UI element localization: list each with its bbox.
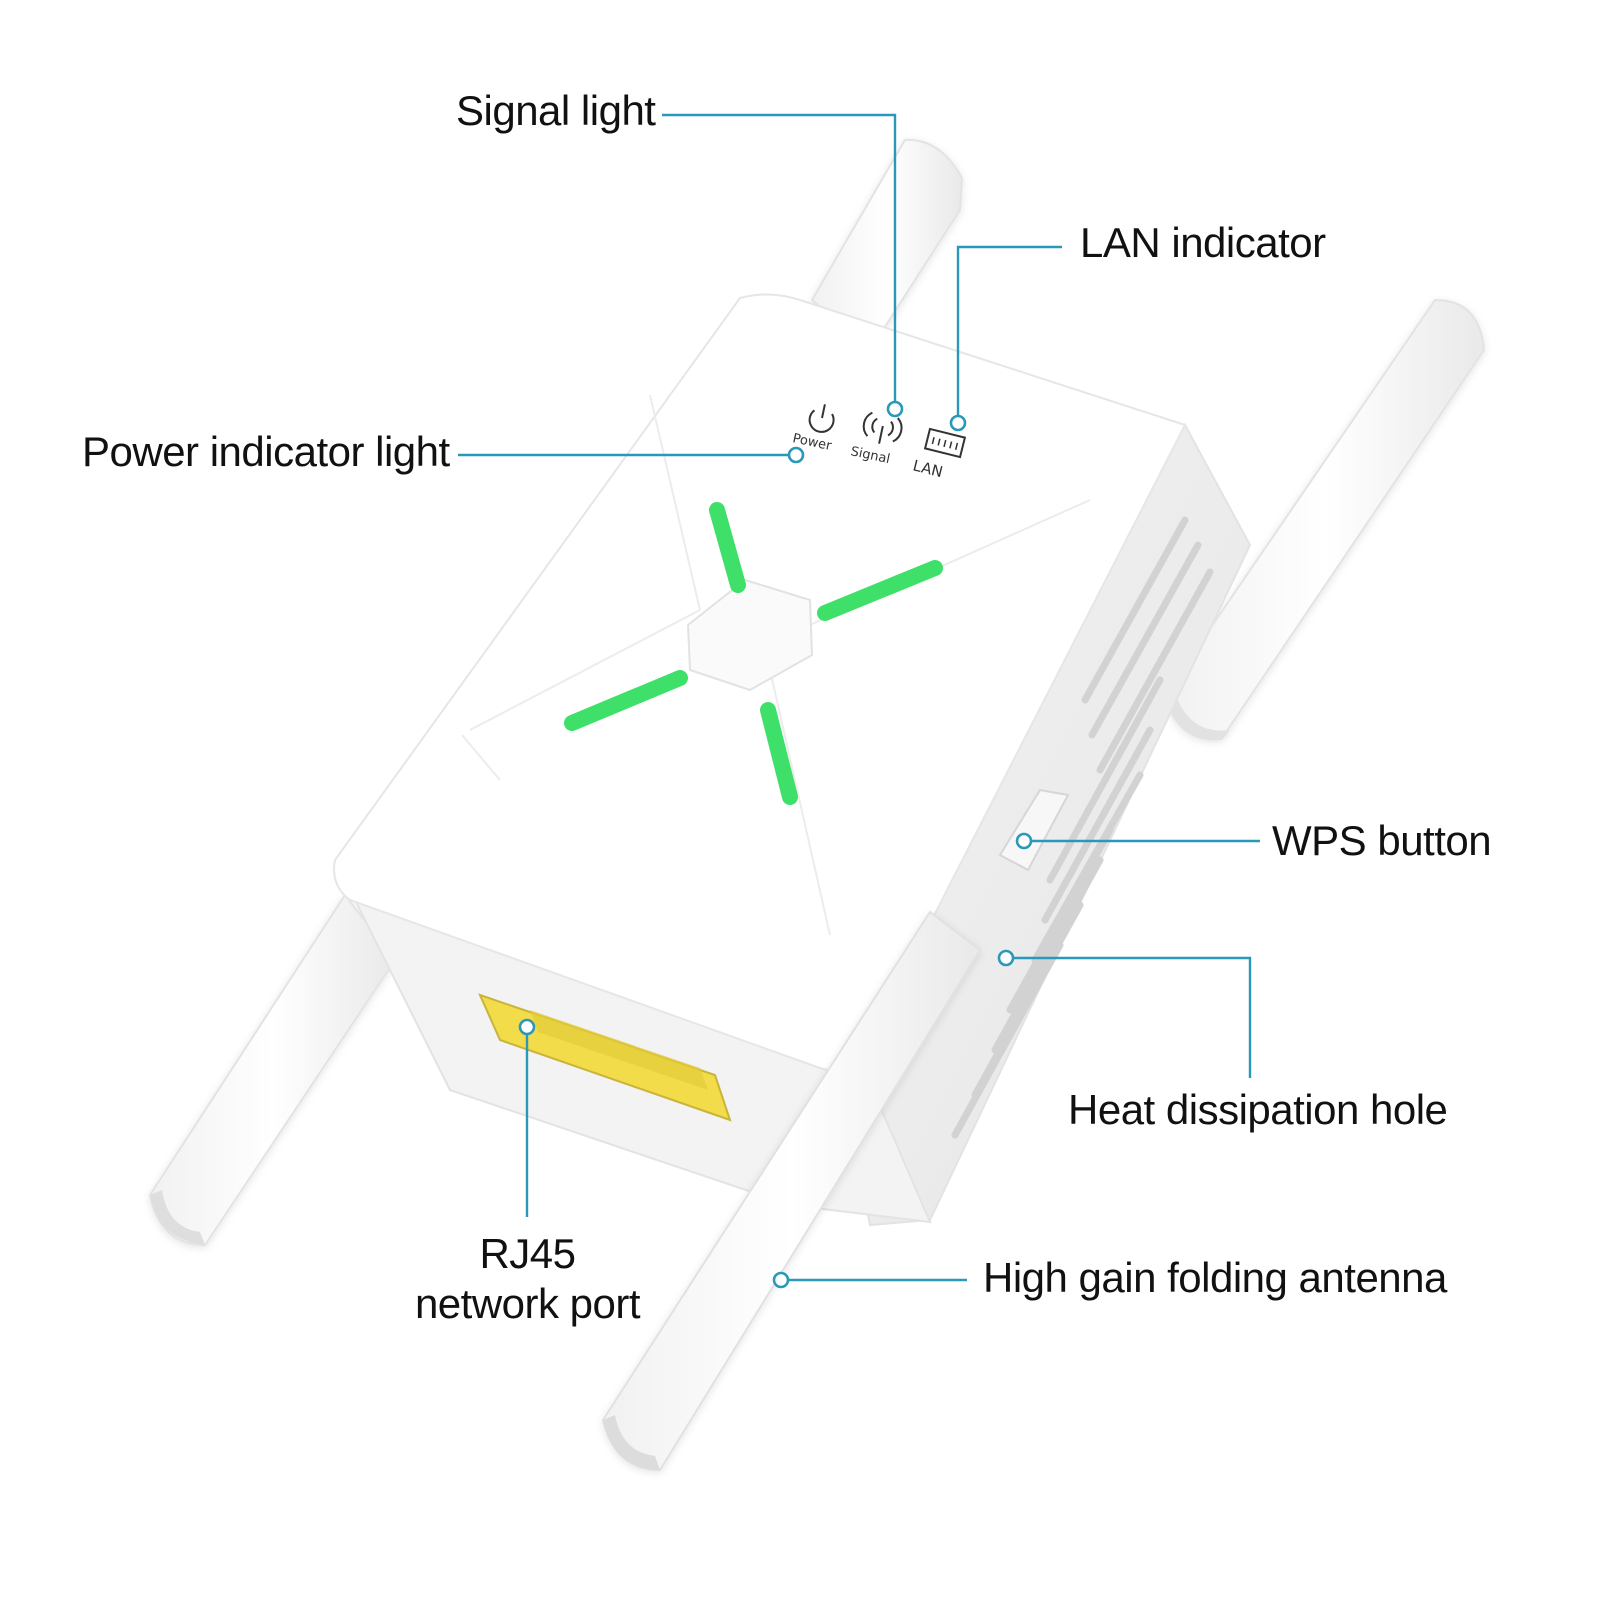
power-icon xyxy=(808,404,835,433)
wps-button[interactable] xyxy=(998,788,1070,872)
center-hub xyxy=(686,578,814,692)
leader-lan-indicator xyxy=(956,245,1062,422)
antenna-signal-icon xyxy=(862,411,903,444)
label-lan-indicator: LAN indicator xyxy=(1080,219,1326,266)
label-wps-button: WPS button xyxy=(1272,817,1492,864)
antenna-top-back xyxy=(810,138,964,352)
label-rj45-network-port: RJ45 network port xyxy=(405,1229,650,1328)
pointer-signal-light xyxy=(886,400,904,418)
leader-lines xyxy=(458,113,1260,1289)
antenna-right-back xyxy=(1165,298,1486,741)
antenna-front xyxy=(601,910,982,1472)
label-heat-dissipation-hole: Heat dissipation hole xyxy=(1068,1086,1448,1133)
lan-port-icon xyxy=(923,427,967,459)
label-power-indicator-light: Power indicator light xyxy=(82,428,450,475)
pointer-wps-button xyxy=(1015,832,1033,850)
heat-vents xyxy=(951,516,1214,1139)
antenna-left xyxy=(148,893,397,1247)
device-front-face: Power Signal LAN xyxy=(333,293,1187,1072)
pointer-power-indicator xyxy=(787,446,805,464)
pointer-lan-indicator xyxy=(949,414,967,432)
pointer-heat-dissipation xyxy=(997,949,1015,967)
pointer-antenna xyxy=(772,1271,790,1289)
device-side-panel xyxy=(838,422,1252,1227)
rj45-port[interactable] xyxy=(478,993,732,1122)
label-high-gain-folding-antenna: High gain folding antenna xyxy=(983,1254,1447,1301)
leader-heat-dissipation xyxy=(1006,956,1252,1078)
led-bars xyxy=(564,502,943,805)
leader-signal-light xyxy=(662,113,897,408)
device-bottom-face xyxy=(343,878,932,1224)
label-signal-light: Signal light xyxy=(456,87,656,134)
label-rj45-line1: RJ45 xyxy=(479,1230,576,1277)
label-rj45-line2: network port xyxy=(414,1279,641,1327)
pointer-rj45 xyxy=(518,1018,536,1036)
